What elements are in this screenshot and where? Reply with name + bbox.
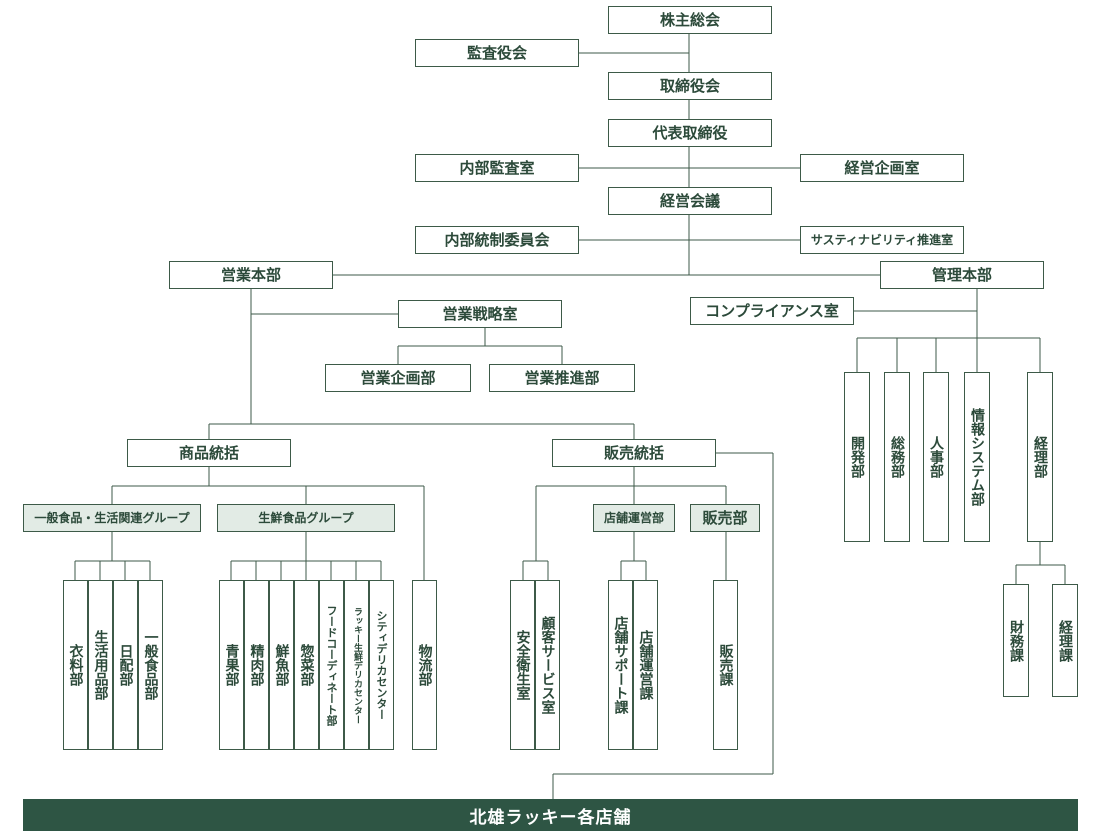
- dept-deli: 惣菜部: [294, 580, 319, 750]
- accounting-section: 経理課: [1052, 584, 1078, 697]
- dept-city-deli-center: シティデリカセンター: [369, 580, 394, 750]
- dept-information-systems: 情報システム部: [964, 372, 990, 542]
- store-operations-section: 店舗運営課: [633, 580, 658, 750]
- sales-promotion-dept: 営業推進部: [489, 364, 635, 392]
- representative-director: 代表取締役: [608, 119, 772, 147]
- dept-lucky-fresh-deli-center: ラッキー生鮮デリカセンター: [344, 580, 369, 750]
- sales-dept: 販売部: [690, 504, 760, 532]
- dept-development: 開発部: [844, 372, 870, 542]
- dept-logistics: 物流部: [412, 580, 437, 750]
- dept-produce: 青果部: [219, 580, 244, 750]
- dept-general-food: 一般食品部: [138, 580, 163, 750]
- sales-planning-dept: 営業企画部: [325, 364, 471, 392]
- retail-control: 販売統括: [552, 439, 716, 467]
- customer-service-office: 顧客サービス室: [535, 580, 560, 750]
- merchandise-control: 商品統括: [127, 439, 291, 467]
- dept-daily-delivery: 日配部: [113, 580, 138, 750]
- all-stores-bar: 北雄ラッキー各店舗: [23, 799, 1078, 831]
- dept-clothing: 衣料部: [63, 580, 88, 750]
- board-of-directors: 取締役会: [608, 72, 772, 100]
- compliance-office: コンプライアンス室: [690, 297, 854, 325]
- administration-headquarters: 管理本部: [880, 261, 1044, 289]
- shareholders-meeting: 株主総会: [608, 6, 772, 34]
- dept-human-resources: 人事部: [923, 372, 949, 542]
- general-food-group: 一般食品・生活関連グループ: [23, 504, 201, 532]
- dept-household-goods: 生活用品部: [88, 580, 113, 750]
- store-support-section: 店舗サポート課: [608, 580, 633, 750]
- sales-section: 販売課: [713, 580, 738, 750]
- dept-general-affairs: 総務部: [884, 372, 910, 542]
- finance-section: 財務課: [1003, 584, 1029, 697]
- internal-audit-office: 内部監査室: [415, 154, 579, 182]
- fresh-food-group: 生鮮食品グループ: [217, 504, 395, 532]
- management-meeting: 経営会議: [608, 187, 772, 215]
- safety-hygiene-office: 安全衛生室: [510, 580, 535, 750]
- sales-headquarters: 営業本部: [169, 261, 333, 289]
- store-operations-dept: 店舗運営部: [593, 504, 675, 532]
- dept-food-coordinate: フードコーディネート部: [319, 580, 344, 750]
- dept-meat: 精肉部: [244, 580, 269, 750]
- sustainability-office: サスティナビリティ推進室: [800, 226, 964, 254]
- sales-strategy-office: 営業戦略室: [398, 300, 562, 328]
- internal-control-committee: 内部統制委員会: [415, 226, 579, 254]
- dept-fish: 鮮魚部: [269, 580, 294, 750]
- dept-accounting: 経理部: [1027, 372, 1053, 542]
- audit-board: 監査役会: [415, 39, 579, 67]
- corporate-planning-office: 経営企画室: [800, 154, 964, 182]
